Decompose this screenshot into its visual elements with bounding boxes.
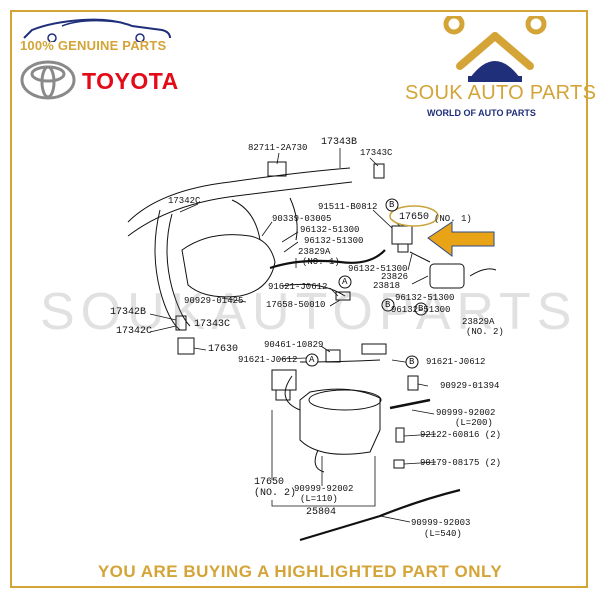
part-23829a-no1-note: (NO. 1) — [302, 257, 340, 267]
part-90999-c-note: (L=540) — [424, 529, 462, 539]
part-91621-c: 91621-J0612 — [426, 357, 486, 367]
part-90929-b: 90929-01394 — [440, 381, 500, 391]
part-90461: 90461-10829 — [264, 340, 324, 350]
part-23829a-no2: 23829A — [462, 317, 495, 327]
callout-b-4: B — [418, 304, 424, 314]
part-25804: 25804 — [306, 507, 337, 518]
part-90929-a: 90929-01425 — [184, 296, 244, 306]
toyota-logo-icon — [20, 60, 76, 100]
part-90999-a-note: (L=200) — [455, 418, 493, 428]
part-17343b: 17343B — [321, 137, 358, 148]
callout-b-2: B — [409, 357, 415, 367]
part-96132-c: 96132-51300 — [348, 264, 408, 274]
gold-frame — [10, 10, 588, 588]
part-90179: 90179-08175 (2) — [420, 458, 502, 468]
callout-b-3: B — [385, 300, 391, 310]
part-90999-c: 90999-92003 — [411, 518, 471, 528]
part-91621-b: 91621-J0612 — [238, 355, 298, 365]
highlight-arrow-icon — [427, 221, 495, 257]
tagline-text: WORLD OF AUTO PARTS — [427, 108, 536, 118]
part-82711: 82711-2A730 — [248, 143, 308, 153]
part-23829a-no1: 23829A — [298, 247, 331, 257]
callout-a: A — [342, 277, 348, 287]
part-17650-no2: 17650 — [254, 477, 285, 488]
car-outline-icon — [23, 18, 171, 42]
part-96132-e: 96132-51300 — [391, 305, 451, 315]
callout-b-1: B — [389, 200, 395, 210]
wrench-logo-icon — [443, 16, 547, 82]
part-91621-a: 91621-J0612 — [268, 282, 328, 292]
part-17650-no2-note: (NO. 2) — [254, 488, 297, 499]
part-17343c-top: 17343C — [360, 148, 393, 158]
souk-brand-text: SOUK AUTO PARTS — [405, 82, 597, 104]
genuine-parts-text: 100% GENUINE PARTS — [20, 38, 167, 53]
toyota-wordmark: TOYOTA — [82, 68, 179, 94]
part-23829a-no2-note: (NO. 2) — [466, 327, 504, 337]
part-17650-no1: 17650 — [399, 212, 430, 223]
part-90999-a: 90999-92002 — [436, 408, 496, 418]
part-90999-b: 90999-92002 — [294, 484, 354, 494]
watermark: SOUKAUTOPARTS — [40, 283, 578, 341]
part-17342c-bot: 17342C — [116, 326, 153, 337]
part-17650-no1-note: (NO. 1) — [434, 214, 472, 224]
part-90339: 90339-03005 — [272, 214, 332, 224]
part-17342c-top: 17342C — [168, 196, 201, 206]
part-17343c-bot: 17343C — [194, 319, 231, 330]
part-92122: 92122-60816 (2) — [420, 430, 502, 440]
callout-a-2: A — [309, 355, 315, 365]
part-17342b: 17342B — [110, 307, 147, 318]
part-91511: 91511-B0812 — [318, 202, 378, 212]
part-23818: 23818 — [373, 281, 401, 291]
part-96132-b: 96132-51300 — [304, 236, 364, 246]
footer-notice: YOU ARE BUYING A HIGHLIGHTED PART ONLY — [97, 562, 503, 581]
part-96132-d: 96132-51300 — [395, 293, 455, 303]
part-23826: 23826 — [381, 272, 409, 282]
highlight-ellipse — [389, 205, 439, 227]
part-17658: 17658-50010 — [266, 300, 326, 310]
part-96132-a: 96132-51300 — [300, 225, 360, 235]
part-90999-b-note: (L=110) — [300, 494, 338, 504]
part-17630: 17630 — [208, 344, 239, 355]
